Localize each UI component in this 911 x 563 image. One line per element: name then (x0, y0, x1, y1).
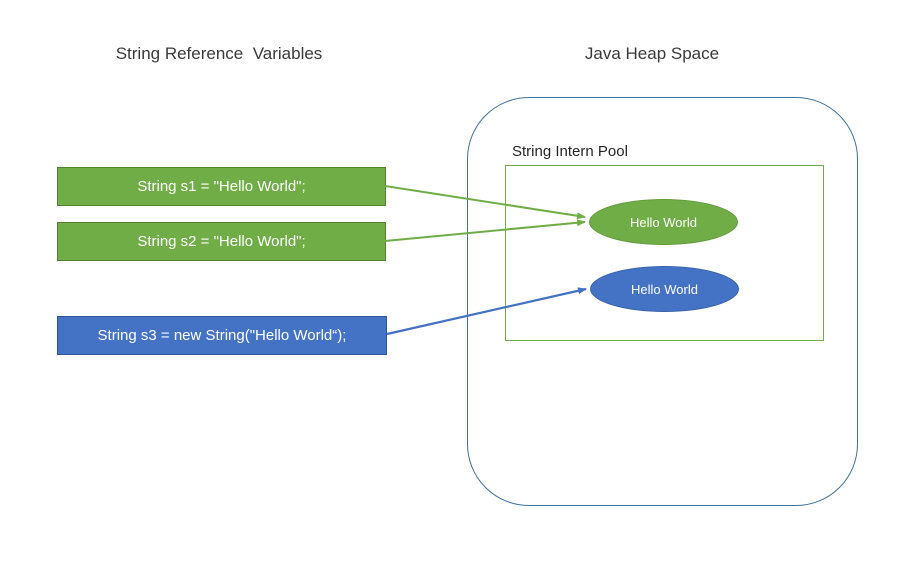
string-intern-pool-container (505, 165, 824, 341)
ref-box-s3: String s3 = new String("Hello World“); (57, 316, 387, 355)
heap-string-object: Hello World (590, 266, 739, 312)
ref-box-s3-label: String s3 = new String("Hello World“); (97, 327, 347, 344)
intern-pool-string-label: Hello World (630, 214, 697, 230)
left-column-title: String Reference Variables (115, 44, 323, 63)
ref-box-s1-label: String s1 = "Hello World"; (137, 178, 306, 195)
intern-pool-string-object: Hello World (589, 199, 738, 245)
string-intern-pool-label: String Intern Pool (512, 143, 628, 160)
ref-box-s2: String s2 = "Hello World"; (57, 222, 386, 261)
ref-box-s1: String s1 = "Hello World"; (57, 167, 386, 206)
right-column-title: Java Heap Space (584, 44, 720, 63)
heap-string-label: Hello World (631, 281, 698, 297)
ref-box-s2-label: String s2 = "Hello World"; (137, 233, 306, 250)
